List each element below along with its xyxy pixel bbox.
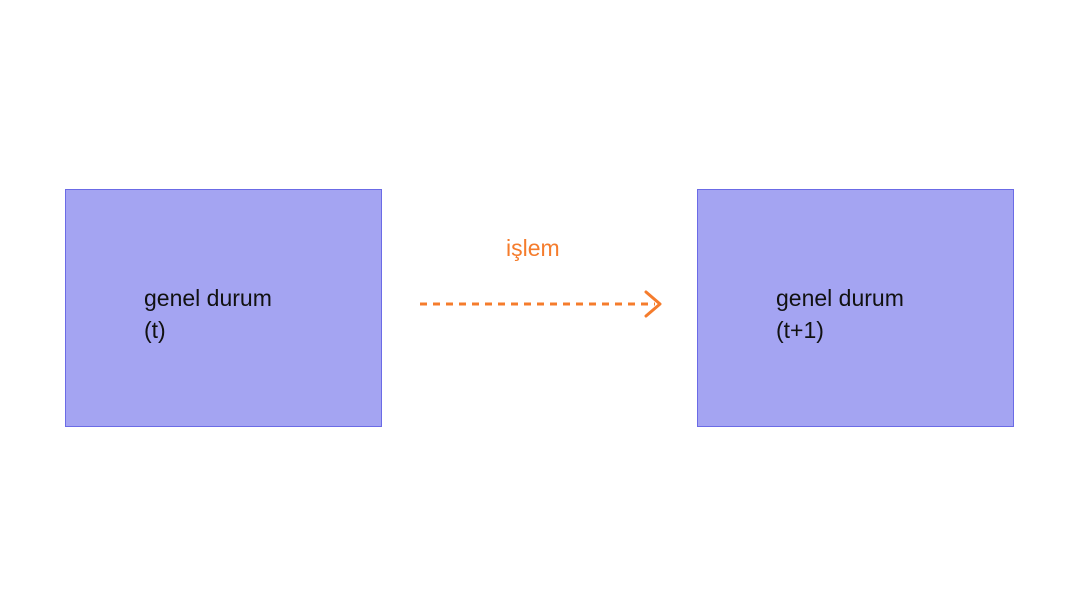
state-title: genel durum [776, 285, 904, 311]
state-box-t: genel durum (t) [65, 189, 382, 427]
operation-label: işlem [506, 235, 560, 261]
state-time: (t+1) [776, 317, 824, 343]
state-label-t-plus-1: genel durum (t+1) [776, 282, 904, 346]
arrow-head [644, 290, 662, 318]
state-label-t: genel durum (t) [144, 282, 272, 346]
state-title: genel durum [144, 285, 272, 311]
state-time: (t) [144, 317, 166, 343]
state-box-t-plus-1: genel durum (t+1) [697, 189, 1014, 427]
